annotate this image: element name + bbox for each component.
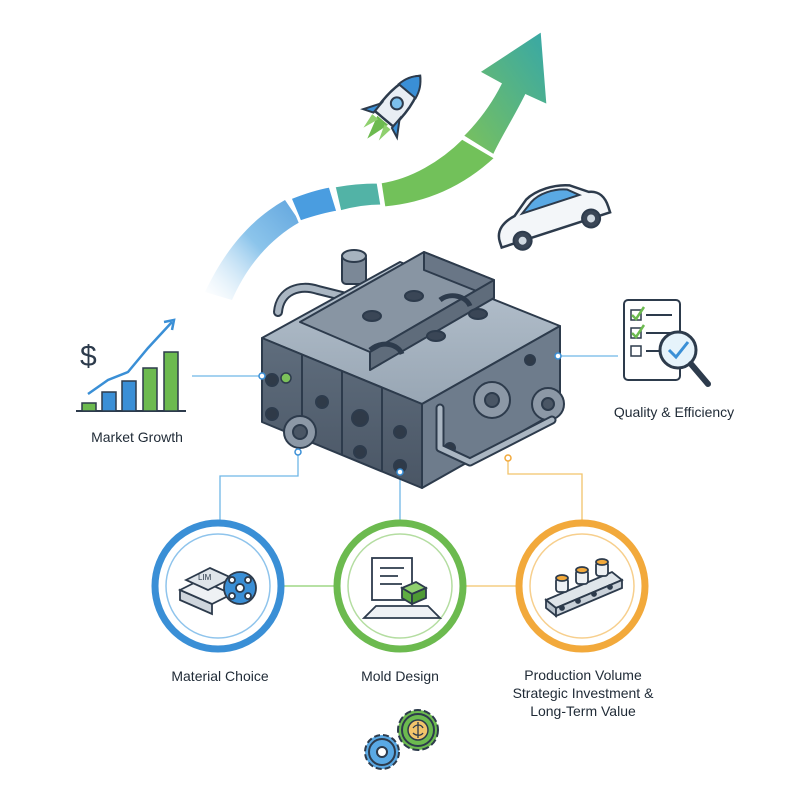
connector-material-choice (219, 452, 299, 540)
market-growth-label: Market Growth (91, 429, 183, 445)
production-volume-circle (515, 519, 649, 653)
checklist-magnifier-icon (623, 299, 711, 387)
material-blocks-icon: LIM (177, 567, 257, 616)
quality-efficiency-label: Quality & Efficiency (613, 404, 735, 420)
arrow-segment-teal (332, 180, 384, 214)
production-label-line-1: Production Volume (524, 667, 642, 683)
production-label-line-3: Long-Term Value (530, 703, 636, 719)
car-icon (497, 184, 612, 251)
connector-lines (192, 355, 618, 587)
production-volume-label: Production Volume Strategic Investment &… (500, 666, 666, 720)
gears-brain-icon (364, 709, 439, 770)
design-screen-icon (361, 557, 443, 619)
svg-text:LIM: LIM (198, 573, 212, 582)
growth-arrow (205, 27, 550, 300)
arrow-head (459, 27, 550, 159)
conveyor-icon (544, 558, 624, 618)
material-choice-circle: LIM (151, 519, 285, 653)
injection-mold-icon (261, 249, 565, 489)
material-choice-label: Material Choice (171, 668, 269, 684)
arrow-segment-blue (288, 184, 340, 224)
connector-dots (258, 352, 562, 476)
connector-production (507, 458, 583, 540)
rocket-icon (360, 74, 422, 141)
dollar-icon: $ (80, 340, 97, 373)
production-label-line-2: Strategic Investment & (512, 685, 654, 701)
arrow-segment-green (378, 136, 499, 210)
arrow-trail-segment (205, 200, 300, 300)
mold-design-circle (333, 519, 467, 653)
mold-design-label: Mold Design (361, 668, 439, 684)
growth-chart-icon: $ (76, 318, 186, 412)
